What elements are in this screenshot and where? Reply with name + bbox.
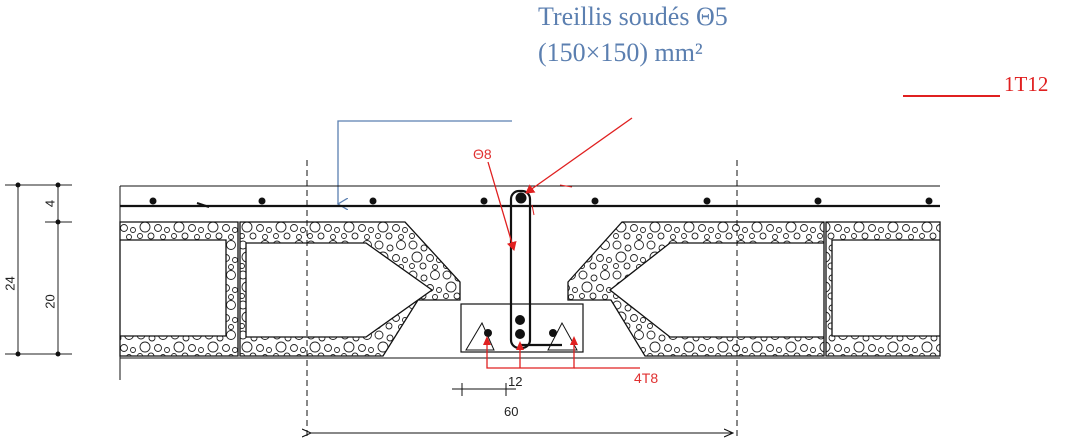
mesh-label-line1: Treillis soudés Θ5 — [538, 2, 728, 31]
stirrup-label: Θ8 — [473, 146, 492, 162]
stirrup-arrow — [487, 161, 517, 251]
axis-lines — [306, 160, 738, 440]
rib-chamfer-right — [547, 321, 578, 351]
bottom-bars-4t8 — [484, 315, 557, 339]
mesh-tick — [196, 202, 210, 208]
total-height-label: 24 — [2, 276, 18, 291]
top-bar-arrow-ticks — [531, 184, 573, 216]
bottom-bars-label: 4T8 — [634, 370, 659, 386]
top-bar-arrow — [525, 117, 633, 194]
mesh-label-line2: (150×150) mm² — [538, 38, 703, 67]
mesh-bars — [149, 197, 933, 205]
vertical-dimension-lines — [5, 184, 72, 355]
top-bar-1t12 — [515, 192, 527, 204]
rib-width-dimension — [452, 383, 516, 396]
spacing-label: 60 — [504, 404, 519, 419]
top-bar-label: 1T12 — [1004, 72, 1049, 96]
hollow-block-right-edge — [825, 221, 941, 357]
hollow-block-center-right — [567, 221, 825, 357]
hollow-block-center-left — [239, 221, 461, 357]
block-height-label: 20 — [42, 294, 58, 309]
top-slab-label: 4 — [42, 199, 58, 208]
rib-width-label: 12 — [508, 374, 523, 389]
hollow-block-left-edge — [119, 221, 239, 357]
mesh-leader-line — [338, 120, 512, 204]
bottom-bars-arrowheads — [483, 336, 578, 350]
dimension-dots — [15, 182, 61, 357]
